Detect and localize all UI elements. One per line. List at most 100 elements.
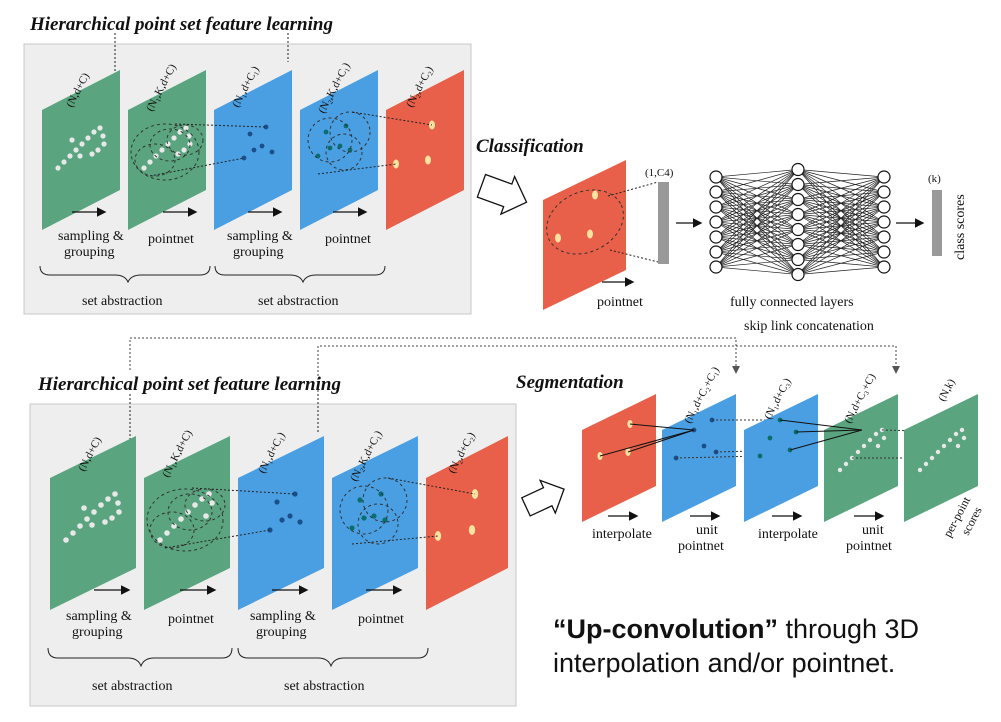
fc-connection xyxy=(797,176,885,200)
fc-neuron xyxy=(709,200,723,214)
classification-vector xyxy=(658,182,669,264)
bottom-brace-1 xyxy=(47,647,233,668)
fc-connection xyxy=(797,236,885,275)
bottom-set-abstraction-1: set abstraction xyxy=(92,679,172,694)
fc-connection xyxy=(715,169,799,268)
seg-op-label-3: interpolate xyxy=(758,527,818,542)
seg-plane-features-1 xyxy=(744,394,818,522)
fc-connection xyxy=(715,184,799,268)
fc-neuron xyxy=(709,170,723,184)
segmentation-title: Segmentation xyxy=(516,372,624,393)
seg-plane-scores-dim: (N,k) xyxy=(936,377,958,404)
segmentation-hollow-arrow xyxy=(520,479,565,517)
seg-plane-interp-1 xyxy=(582,394,656,522)
up-convolution-rest: through 3D xyxy=(778,614,919,644)
fc-connection xyxy=(797,206,885,275)
skip-link-2 xyxy=(317,345,900,400)
fc-neuron xyxy=(709,245,723,259)
fc-neuron xyxy=(791,207,805,222)
skip-link-1 xyxy=(129,337,740,374)
top-features-2-points xyxy=(393,120,435,169)
classification-proj-line-2 xyxy=(609,249,659,263)
bottom-input-points xyxy=(63,491,122,543)
up-convolution-bold: “Up-convolution” xyxy=(553,614,778,644)
fully-connected-network xyxy=(709,162,891,282)
fc-neuron xyxy=(709,230,723,244)
fc-connection xyxy=(715,169,799,238)
bottom-grouping-circles xyxy=(146,488,226,552)
fc-connection xyxy=(715,199,799,268)
fc-connection xyxy=(797,191,885,275)
top-op-label-3b: grouping xyxy=(233,245,284,260)
bottom-op-label-4: pointnet xyxy=(358,612,404,627)
up-convolution-note-line-1: “Up-convolution” through 3D xyxy=(553,614,919,644)
top-op-label-4: pointnet xyxy=(325,232,371,247)
bottom-plane-features-2 xyxy=(426,436,508,610)
seg-plane-scores xyxy=(904,394,978,522)
fc-neuron xyxy=(709,215,723,229)
fc-connection xyxy=(797,266,885,275)
fc-neuron xyxy=(791,252,805,267)
classification-plane xyxy=(543,160,626,310)
fc-connection xyxy=(715,169,799,208)
fc-neuron xyxy=(877,200,891,214)
fc-neuron xyxy=(877,185,891,199)
seg-op-label-2b: pointnet xyxy=(678,539,724,554)
bottom-grouped-points xyxy=(157,491,215,543)
fc-connection xyxy=(797,176,885,260)
fc-connection xyxy=(715,259,799,268)
fc-connection xyxy=(797,169,885,178)
top-plane-grouped xyxy=(128,70,206,230)
bottom-projection-lines-2 xyxy=(351,477,476,545)
fc-connection xyxy=(715,169,799,223)
fc-neuron xyxy=(877,230,891,244)
top-grouped-points xyxy=(141,125,193,171)
classification-group-circle xyxy=(546,189,624,255)
fc-neuron xyxy=(709,260,723,274)
bottom-grouping-circles-2 xyxy=(339,477,408,545)
fc-connection xyxy=(797,176,885,185)
seg-plane-concat-1 xyxy=(662,394,736,522)
fc-connection xyxy=(715,169,799,253)
fc-connection xyxy=(715,266,799,275)
fc-connection xyxy=(715,169,799,178)
seg-scores-points xyxy=(917,427,967,473)
up-convolution-note-line-2: interpolation and/or pointnet. xyxy=(553,648,895,678)
classification-vector-dim: (1,C4) xyxy=(645,167,674,179)
class-score-dim: (k) xyxy=(928,173,941,185)
fc-connection xyxy=(715,244,799,268)
classification-title: Classification xyxy=(476,136,584,157)
fc-neuron xyxy=(877,245,891,259)
fc-connection xyxy=(797,221,885,275)
fc-neuron xyxy=(791,222,805,237)
bottom-projection-lines-1 xyxy=(164,487,296,549)
fc-connection xyxy=(797,176,885,215)
top-plane-input xyxy=(42,70,120,230)
fc-connection xyxy=(715,169,799,193)
classification-pointnet-label: pointnet xyxy=(597,295,643,310)
skip-link-label: skip link concatenation xyxy=(744,319,874,334)
top-plane-grouped-2 xyxy=(300,70,378,230)
seg-op-label-4a: unit xyxy=(862,523,884,538)
bottom-panel-title: Hierarchical point set feature learning xyxy=(37,374,341,395)
top-features-1-points xyxy=(241,124,275,161)
top-set-abstraction-1: set abstraction xyxy=(82,294,162,309)
fc-neuron xyxy=(791,267,805,282)
bottom-op-label-3a: sampling & xyxy=(250,609,316,624)
fc-connection xyxy=(797,176,885,230)
top-set-abstraction-2: set abstraction xyxy=(258,294,338,309)
fc-layers-label: fully connected layers xyxy=(730,295,854,310)
fc-connection xyxy=(797,176,885,275)
top-brace-1 xyxy=(39,265,211,284)
bottom-set-abstraction-2: set abstraction xyxy=(284,679,364,694)
fc-neuron xyxy=(709,185,723,199)
bottom-op-label-3b: grouping xyxy=(256,625,307,640)
fc-neuron xyxy=(791,162,805,177)
bottom-features-1-points xyxy=(267,491,303,533)
top-projection-lines-2 xyxy=(317,111,433,175)
fc-connection xyxy=(715,229,799,268)
top-op-label-3a: sampling & xyxy=(227,229,293,244)
seg-op-label-4b: pointnet xyxy=(846,539,892,554)
seg-features-1-points xyxy=(757,417,799,459)
top-brace-2 xyxy=(214,265,386,284)
